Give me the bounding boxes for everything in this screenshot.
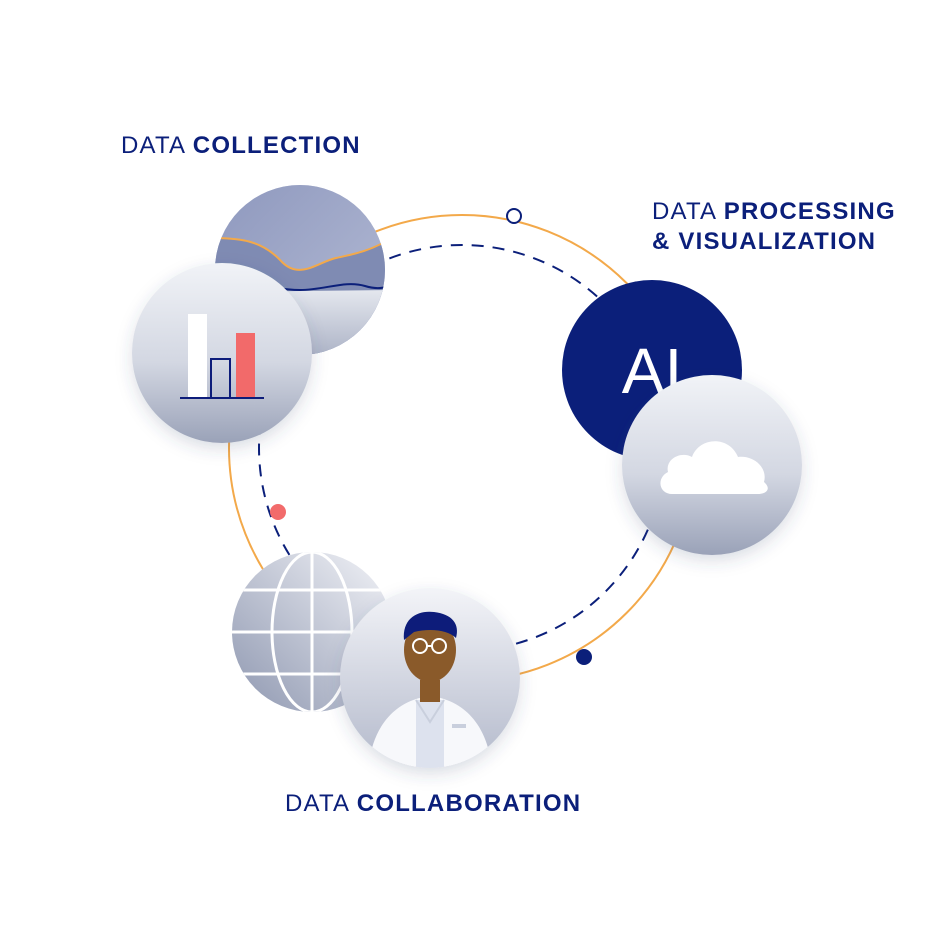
bar-chart-icon (132, 263, 312, 443)
label-collection-prefix: DATA (121, 132, 193, 159)
label-data-collection: DATA COLLECTION (121, 131, 361, 161)
label-data-processing: DATA PROCESSING & VISUALIZATION (652, 197, 896, 257)
label-processing-line-1: DATA PROCESSING (652, 197, 896, 227)
label-data-collaboration: DATA COLLABORATION (285, 789, 581, 819)
label-collaboration-prefix: DATA (285, 790, 357, 817)
accent-dot-coral (270, 504, 286, 520)
label-processing-title: PROCESSING (723, 198, 896, 225)
cloud-icon (622, 375, 802, 555)
label-collection-title: COLLECTION (192, 132, 361, 159)
accent-dot-navy (576, 649, 592, 665)
label-collaboration-title: COLLABORATION (356, 790, 582, 817)
accent-dot-open (506, 208, 522, 224)
label-processing-prefix: DATA (652, 198, 724, 225)
label-processing-line-2: & VISUALIZATION (652, 228, 877, 255)
scientist-avatar-icon (340, 588, 520, 768)
